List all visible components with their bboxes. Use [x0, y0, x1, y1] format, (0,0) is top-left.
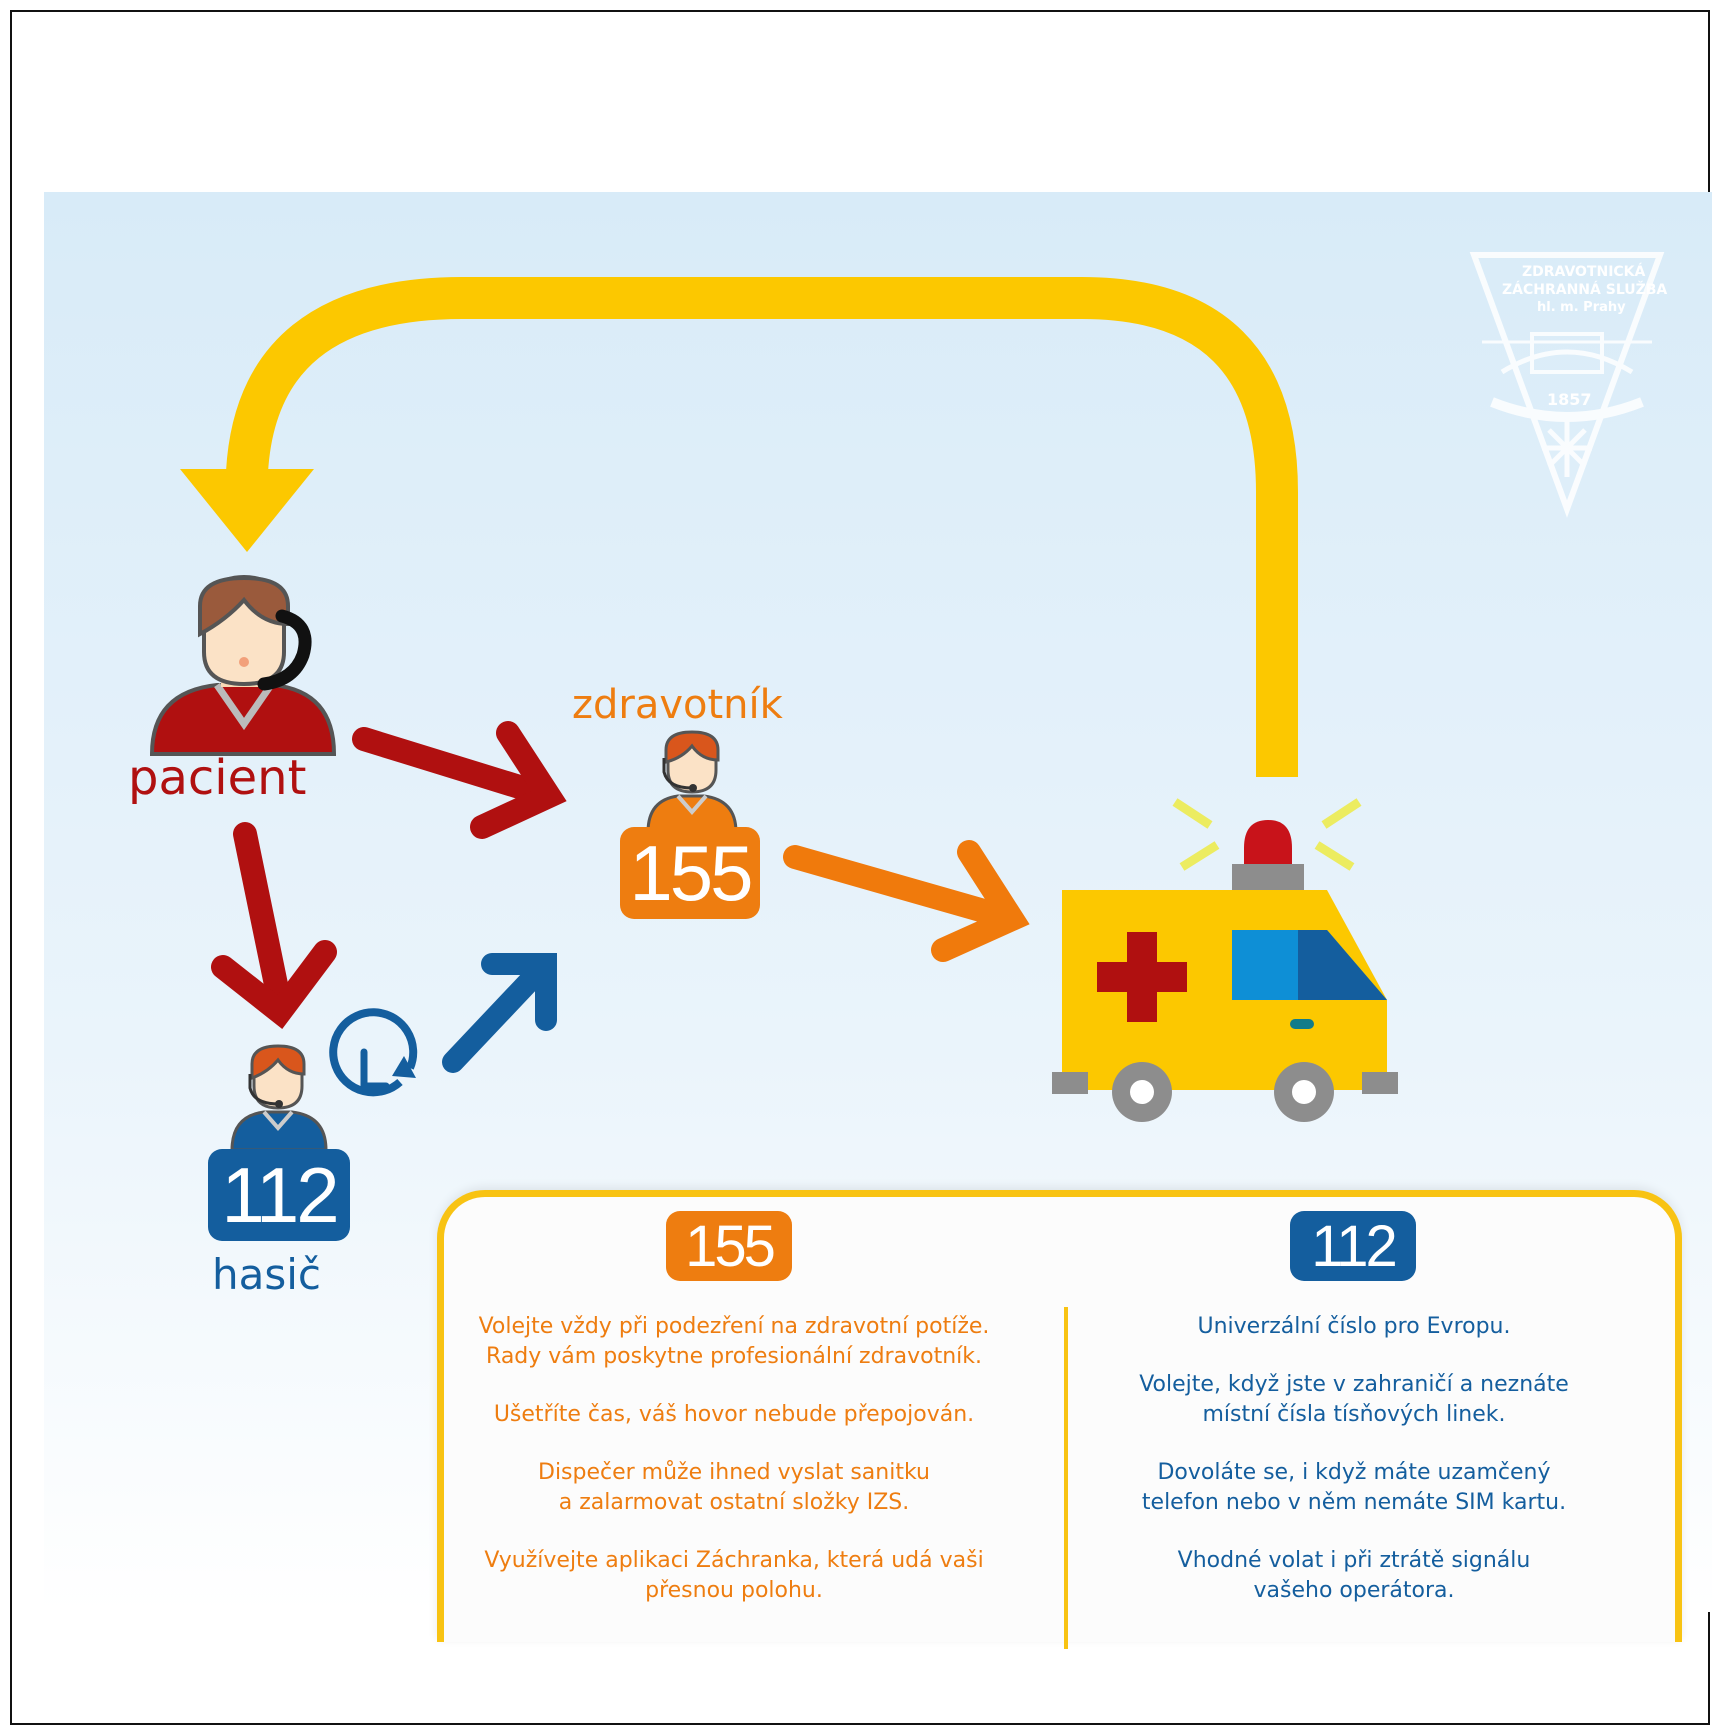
emblem-line-1: ZDRAVOTNICKÁ [1522, 264, 1646, 280]
col155-paragraph-1: Volejte vždy při podezření na zdravotní … [454, 1312, 1014, 1372]
col112-paragraph-4: Vhodné volat i při ztrátě signálu vašeho… [1074, 1546, 1634, 1606]
badge-112: 112 [208, 1149, 350, 1241]
text-line: místní čísla tísňových linek. [1202, 1402, 1506, 1427]
text-line: Univerzální číslo pro Evropu. [1197, 1314, 1511, 1339]
emblem-line-3: hl. m. Prahy [1537, 300, 1626, 315]
label-pacient: pacient [128, 750, 307, 806]
column-112-text: Univerzální číslo pro Evropu. Volejte, k… [1074, 1312, 1634, 1634]
col155-paragraph-4: Využívejte aplikaci Záchranka, která udá… [454, 1546, 1014, 1606]
operator-155-figure [646, 730, 738, 834]
emblem-line-2: ZÁCHRANNÁ SLUŽBA [1502, 282, 1668, 298]
badge-155: 155 [620, 827, 760, 919]
emblem-year: 1857 [1547, 390, 1592, 409]
patient-figure [149, 574, 337, 756]
text-line: Vhodné volat i při ztrátě signálu [1177, 1548, 1531, 1573]
clock-icon [329, 1008, 418, 1097]
infographic-frame: ZDRAVOTNICKÁ ZÁCHRANNÁ SLUŽBA hl. m. Pra… [10, 10, 1712, 1725]
arrow-patient-to-112 [211, 822, 337, 1030]
loop-arrow-yellow-head [180, 469, 314, 552]
panel-badge-112: 112 [1290, 1211, 1416, 1281]
arrow-patient-to-155 [352, 721, 567, 839]
emblem-watermark [1469, 252, 1665, 518]
text-line: Dovoláte se, i když máte uzamčený [1157, 1460, 1551, 1485]
text-line: Volejte, když jste v zahraničí a neznáte [1139, 1372, 1569, 1397]
arrow-112-to-155 [442, 953, 557, 1073]
text-line: přesnou polohu. [645, 1578, 823, 1603]
label-zdravotnik: zdravotník [572, 682, 783, 728]
text-line: telefon nebo v něm nemáte SIM kartu. [1141, 1490, 1567, 1515]
text-line: Rady vám poskytne profesionální zdravotn… [486, 1344, 982, 1369]
panel-divider [1064, 1307, 1068, 1649]
text-line: vašeho operátora. [1253, 1578, 1455, 1603]
col112-paragraph-3: Dovoláte se, i když máte uzamčený telefo… [1074, 1458, 1634, 1518]
loop-arrow-yellow [226, 277, 1298, 777]
column-155-text: Volejte vždy při podezření na zdravotní … [454, 1312, 1014, 1634]
text-line: Dispečer může ihned vyslat sanitku [538, 1460, 930, 1485]
text-line: Volejte vždy při podezření na zdravotní … [478, 1314, 990, 1339]
arrow-155-to-ambulance [783, 840, 1030, 962]
info-panel: 155 112 Volejte vždy při podezření na zd… [437, 1190, 1682, 1649]
col112-paragraph-1: Univerzální číslo pro Evropu. [1074, 1312, 1634, 1342]
col155-paragraph-2: Ušetříte čas, váš hovor nebude přepojová… [454, 1400, 1014, 1430]
text-line: Využívejte aplikaci Záchranka, která udá… [484, 1548, 984, 1573]
col155-paragraph-3: Dispečer může ihned vyslat sanitku a zal… [454, 1458, 1014, 1518]
col112-paragraph-2: Volejte, když jste v zahraničí a neznáte… [1074, 1370, 1634, 1430]
label-hasic: hasič [212, 1250, 321, 1299]
text-line: Ušetříte čas, váš hovor nebude přepojová… [493, 1402, 975, 1427]
operator-112-figure [230, 1044, 328, 1152]
panel-badge-155: 155 [666, 1211, 792, 1281]
ambulance-icon [1052, 798, 1398, 1122]
text-line: a zalarmovat ostatní složky IZS. [558, 1490, 910, 1515]
